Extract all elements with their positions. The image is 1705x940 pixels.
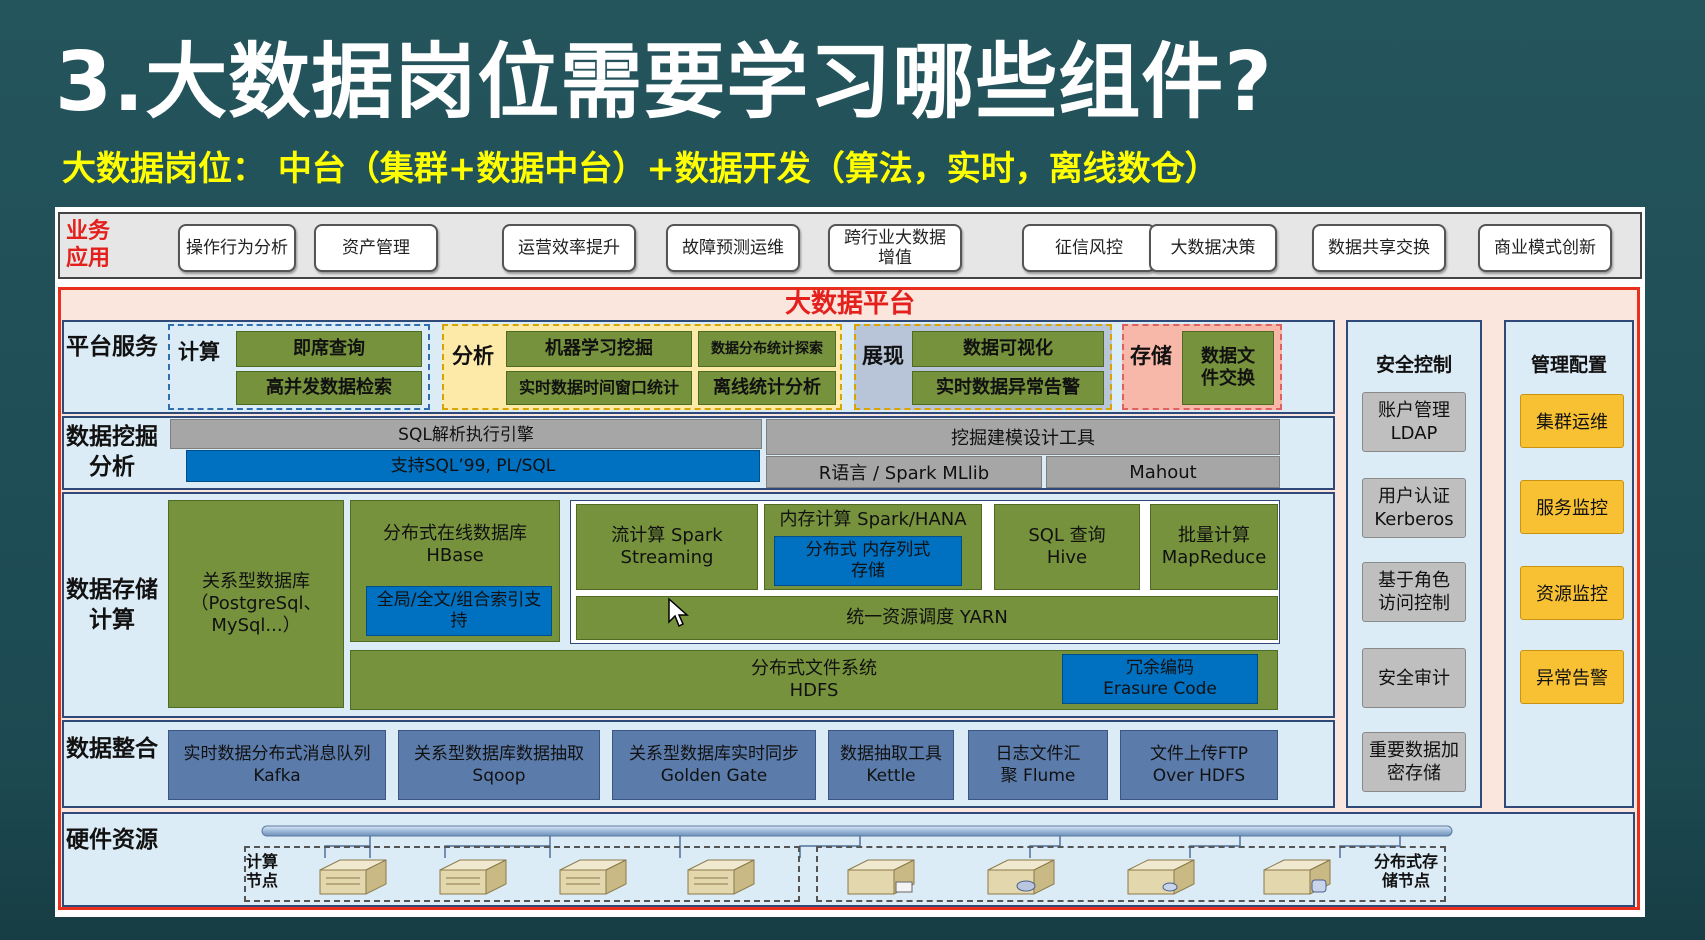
ftp-over-hdfs: 文件上传FTP Over HDFS: [1120, 730, 1278, 800]
hbase-index: 全局/全文/组合索引支持: [366, 586, 552, 636]
sqoop: 关系型数据库数据抽取 Sqoop: [398, 730, 600, 800]
mahout: Mahout: [1046, 456, 1280, 488]
flume: 日志文件汇聚 Flume: [968, 730, 1108, 800]
service-analysis-label: 分析: [452, 344, 494, 368]
security-encryption: 重要数据加密存储: [1362, 732, 1466, 792]
service-file-exchange: 数据文件交换: [1182, 331, 1274, 405]
security-ldap: 账户管理 LDAP: [1362, 392, 1466, 452]
app-asset-management: 资产管理: [314, 224, 438, 272]
app-credit-risk: 征信风控: [1022, 224, 1156, 272]
storage-server-icon: [847, 859, 915, 895]
erasure-code: 冗余编码 Erasure Code: [1062, 654, 1258, 704]
service-ml-mining: 机器学习挖掘: [506, 331, 692, 367]
row-label-hardware: 硬件资源: [66, 827, 158, 853]
service-visualization: 数据可视化: [912, 331, 1104, 367]
server-icon: [319, 859, 387, 895]
hardware-network: [261, 825, 1453, 858]
memory-columnar: 分布式 内存列式存储: [774, 536, 962, 586]
modeling-tools: 挖掘建模设计工具: [766, 419, 1280, 455]
slide-subtitle: 大数据岗位： 中台（集群+数据中台）+数据开发（算法，实时，离线数仓）: [62, 149, 1219, 189]
row-label-integration: 数据整合: [66, 736, 158, 762]
platform-title: 大数据平台: [784, 289, 915, 319]
security-rbac: 基于角色访问控制: [1362, 562, 1466, 622]
storage-nodes-label: 分布式存储节点: [1373, 852, 1438, 890]
server-icon: [439, 859, 507, 895]
service-compute-label: 计算: [178, 340, 220, 364]
storage-nodes-group: [816, 846, 1446, 902]
row-label-mining: 数据挖掘分析: [66, 424, 158, 480]
app-fault-prediction: 故障预测运维: [666, 224, 800, 272]
slide-title: 3.大数据岗位需要学习哪些组件?: [55, 35, 1273, 130]
compute-nodes-group: [244, 846, 800, 902]
server-icon: [559, 859, 627, 895]
storage-server-icon: [987, 859, 1055, 895]
sql-support: 支持SQL’99, PL/SQL: [186, 450, 760, 482]
sql-hive: SQL 查询 Hive: [994, 504, 1140, 590]
business-apps-label: 业务应用: [66, 219, 111, 271]
service-distribution-stats: 数据分布统计探索: [698, 331, 836, 367]
kafka: 实时数据分布式消息队列 Kafka: [168, 730, 386, 800]
mgmt-resource-monitor: 资源监控: [1520, 566, 1624, 620]
service-offline-stats: 离线统计分析: [698, 371, 836, 405]
mgmt-service-monitor: 服务监控: [1520, 480, 1624, 534]
row-label-platform-service: 平台服务: [66, 334, 158, 360]
server-icon: [687, 859, 755, 895]
app-efficiency: 运营效率提升: [502, 224, 636, 272]
security-kerberos: 用户认证 Kerberos: [1362, 478, 1466, 538]
service-realtime-window: 实时数据时间窗口统计: [506, 371, 692, 405]
service-adhoc-query: 即席查询: [236, 331, 422, 367]
service-high-concurrency-search: 高并发数据检索: [236, 371, 422, 405]
security-audit: 安全审计: [1362, 648, 1466, 708]
batch-mapreduce: 批量计算 MapReduce: [1150, 504, 1278, 590]
compute-nodes-label: 计算节点: [246, 852, 279, 890]
security-title: 安全控制: [1375, 354, 1452, 376]
yarn: 统一资源调度 YARN: [576, 596, 1278, 640]
storage-server-icon: [1127, 859, 1195, 895]
rdbms: 关系型数据库（PostgreSql、MySql...）: [168, 500, 344, 708]
row-label-storage-compute: 数据存储计算: [66, 577, 158, 633]
app-behavior-analysis: 操作行为分析: [178, 224, 296, 272]
app-decision: 大数据决策: [1149, 224, 1277, 272]
golden-gate: 关系型数据库实时同步 Golden Gate: [612, 730, 816, 800]
management-title: 管理配置: [1530, 354, 1607, 376]
service-display-label: 展现: [862, 344, 904, 368]
kettle: 数据抽取工具 Kettle: [828, 730, 954, 800]
storage-server-icon: [1263, 859, 1331, 895]
app-cross-industry: 跨行业大数据增值: [828, 224, 962, 272]
cursor-icon: [668, 597, 689, 628]
r-spark-mllib: R语言 / Spark MLlib: [766, 456, 1042, 488]
app-data-sharing: 数据共享交换: [1312, 224, 1446, 272]
mgmt-cluster-ops: 集群运维: [1520, 394, 1624, 448]
sql-engine: SQL解析执行引擎: [170, 419, 762, 449]
mgmt-anomaly-alert: 异常告警: [1520, 650, 1624, 704]
spark-streaming: 流计算 Spark Streaming: [576, 504, 758, 590]
service-storage-label: 存储: [1130, 344, 1172, 368]
service-anomaly-alert: 实时数据异常告警: [912, 371, 1104, 405]
app-business-model: 商业模式创新: [1478, 224, 1612, 272]
